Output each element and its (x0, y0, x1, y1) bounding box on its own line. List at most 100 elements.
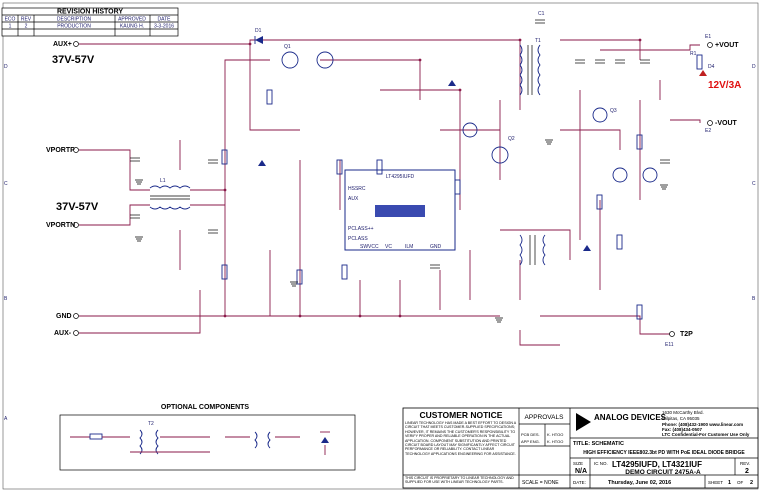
r1-label: R1 (690, 51, 697, 57)
notice-body: LINEAR TECHNOLOGY HAS MADE A BEST EFFORT… (405, 421, 516, 456)
date-label: DATE: (573, 480, 586, 485)
junction-dots (223, 38, 642, 318)
e1-label: E1 (705, 34, 711, 40)
approvals-pcb-value: K. HTOO (547, 432, 563, 437)
aux-minus-label: AUX- (54, 330, 72, 337)
optional-components: OPTIONAL COMPONENTS T2 (59, 404, 356, 471)
svg-text:B: B (4, 296, 8, 302)
vout-plus-terminal (707, 42, 713, 48)
ic-part-label: LT4295IUFD (386, 174, 415, 180)
vportn-label: VPORTN (46, 222, 75, 229)
ic-pin-swvcc: SWVCC (360, 244, 379, 250)
vout-minus-label: -VOUT (715, 120, 738, 127)
ic-pin-hssrc: HSSRC (348, 186, 366, 192)
svg-text:B: B (752, 296, 756, 302)
e2-label: E2 (705, 128, 711, 134)
q1-label: Q1 (284, 44, 291, 50)
vportn-terminal (73, 222, 79, 228)
company-address1: 1630 McCarthy Blvd. (662, 410, 704, 415)
approvals-pcb-des: PCB DES. (521, 432, 540, 437)
svg-text:C: C (752, 181, 756, 187)
rev-value: 2 (745, 468, 749, 475)
output-ports: +VOUT 12V/3A -VOUT E1 E2 T2P E11 (665, 34, 741, 348)
gnd-terminal (73, 313, 79, 319)
size-value: N/A (575, 468, 587, 475)
rev-cell-rev: 2 (25, 24, 28, 30)
ic-pin-vc: VC (385, 244, 392, 250)
svg-text:D: D (4, 64, 8, 70)
optional-box (59, 414, 356, 471)
q3-label: Q3 (610, 108, 617, 114)
gnd-label: GND (56, 313, 72, 320)
rev-cell-date: 3-3-2016 (154, 24, 174, 30)
rev-header-description: DESCRIPTION (57, 17, 92, 23)
rev-header-eco: ECO (5, 17, 16, 23)
ic-pin-gnd: GND (430, 244, 442, 250)
mosfets: Q1 Q2 Q3 (281, 44, 658, 183)
e11-label: E11 (665, 342, 674, 348)
d1-label: D1 (255, 28, 262, 34)
t2p-label: T2P (680, 331, 693, 338)
rev-header-date: DATE (158, 17, 172, 23)
ic-pin-pclass-plus: PCLASS++ (348, 226, 374, 232)
vout-minus-terminal (707, 120, 713, 126)
aux-minus-terminal (73, 330, 79, 336)
t2-label: T2 (148, 421, 154, 427)
of-label: OF (737, 480, 744, 485)
c1-label: C1 (538, 11, 545, 17)
revision-history-table: REVISION HISTORY ECO REV DESCRIPTION APP… (1, 7, 179, 37)
scale-label: SCALE = NONE (522, 480, 559, 486)
title-label: TITLE: SCHEMATIC (573, 441, 624, 447)
rev-cell-approved: KAUNG H. (120, 24, 144, 30)
company-logo-text: ANALOG DEVICES (594, 413, 667, 422)
vportp-terminal (73, 147, 79, 153)
icno-label: IC NO. (594, 461, 608, 466)
sheet-border (2, 2, 759, 490)
company-confidential: LTC Confidential-For Customer Use Only (662, 432, 750, 437)
of-value: 2 (750, 480, 753, 486)
rev-header-rev: REV (21, 17, 32, 23)
controller-ic: LT4295IUFD HSSRC AUX PCLASS++ PCLASS SWV… (344, 169, 456, 251)
analog-devices-logo-mark (576, 413, 591, 431)
output-rating: 12V/3A (708, 80, 741, 91)
rev-cell-description: PRODUCTION (57, 24, 91, 30)
q2-label: Q2 (508, 136, 515, 142)
d4-label: D4 (708, 64, 715, 70)
company-phone: Phone: (408)432-1900 www.linear.com (662, 422, 743, 427)
company-address2: Milpitas, CA 95035 (662, 416, 700, 421)
vportp-label: VPORTP (46, 147, 75, 154)
ic-pin-aux: AUX (348, 196, 359, 202)
sheet-value: 1 (728, 480, 731, 486)
aux-voltage-range: 37V-57V (52, 54, 95, 66)
rev-cell-eco: 1 (9, 24, 12, 30)
svg-text:D: D (752, 64, 756, 70)
schematic-title: HIGH EFFICIENCY IEEE802.3bt PD WITH PoE … (583, 450, 745, 456)
input-ports: AUX+ 37V-57V VPORTP 37V-57V VPORTN GND A… (46, 41, 99, 337)
approvals-app-eng: APP ENG. (521, 439, 540, 444)
approvals-title: APPROVALS (525, 414, 565, 421)
size-label: SIZE (573, 461, 583, 466)
svg-text:C: C (4, 181, 8, 187)
notice-footer: THIS CIRCUIT IS PROPRIETARY TO LINEAR TE… (405, 476, 514, 485)
notice-title: CUSTOMER NOTICE (420, 410, 503, 420)
t2p-terminal (669, 331, 675, 337)
svg-text:A: A (4, 416, 8, 422)
date-value: Thursday, June 02, 2016 (608, 480, 671, 486)
demo-circuit: DEMO CIRCUIT 2475A-A (625, 469, 701, 476)
rev-label: REV. (740, 461, 750, 466)
optional-title: OPTIONAL COMPONENTS (161, 404, 249, 411)
port-voltage-range: 37V-57V (56, 201, 99, 213)
passives: R1 C1 (130, 11, 703, 320)
company-fax: Fax: (408)434-0507 (662, 427, 703, 432)
ic-pin-pclass: PCLASS (348, 236, 368, 242)
ic-pin-ilm: ILM (405, 244, 413, 250)
rev-header-approved: APPROVED (118, 17, 146, 23)
vout-plus-label: +VOUT (715, 42, 739, 49)
l1-label: L1 (160, 178, 166, 184)
revision-title: REVISION HISTORY (57, 9, 123, 16)
ground-symbols (135, 139, 668, 323)
approvals-app-value: K. HTOO (547, 439, 563, 444)
diodes: D1 D4 (254, 28, 715, 443)
aux-plus-label: AUX+ (53, 41, 72, 48)
